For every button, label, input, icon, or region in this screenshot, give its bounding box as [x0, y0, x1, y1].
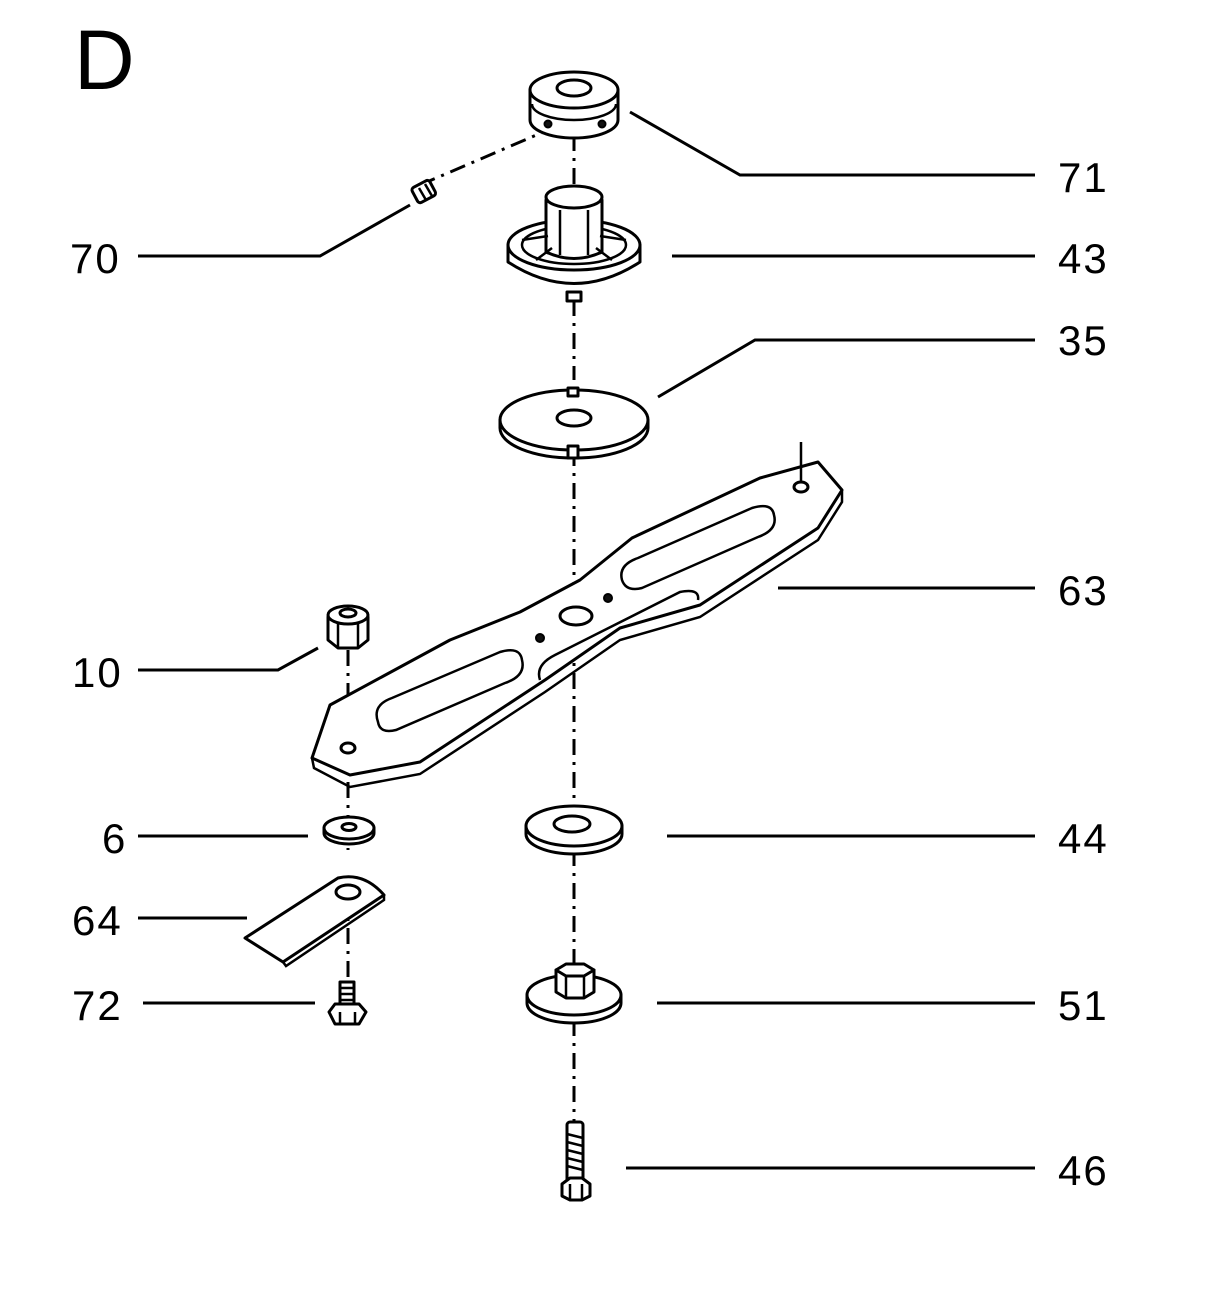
leader-35: [657, 338, 1035, 399]
leader-10: [138, 646, 319, 672]
leader-70: [138, 203, 411, 258]
leader-lines: [138, 110, 1035, 1170]
callout-70: 70: [70, 235, 121, 282]
part-51-flange: [525, 962, 623, 1025]
callout-63: 63: [1058, 567, 1109, 614]
callout-72: 72: [72, 982, 123, 1029]
callout-6: 6: [102, 815, 128, 862]
callout-10: 10: [72, 649, 123, 696]
part-35-notched-washer: [498, 386, 650, 460]
callout-46: 46: [1058, 1147, 1109, 1194]
callout-43: 43: [1058, 235, 1109, 282]
part-44-washer: [524, 804, 624, 856]
part-6-small-washer: [322, 815, 376, 846]
callout-35: 35: [1058, 317, 1109, 364]
part-70-set-screw: [410, 178, 438, 205]
part-46-long-bolt: [560, 1120, 592, 1202]
callout-51: 51: [1058, 982, 1109, 1029]
callout-71: 71: [1058, 154, 1109, 201]
part-10-lock-nut: [326, 604, 370, 650]
part-43-hub: [506, 184, 642, 303]
callout-44: 44: [1058, 815, 1109, 862]
callout-64: 64: [72, 897, 123, 944]
part-72-bolt: [327, 980, 368, 1026]
part-63-main-blade: [310, 442, 844, 789]
section-letter: D: [74, 13, 135, 107]
part-71-collar: [528, 70, 620, 140]
leader-71: [629, 110, 1035, 177]
part-64-mulch-blade: [243, 875, 386, 968]
